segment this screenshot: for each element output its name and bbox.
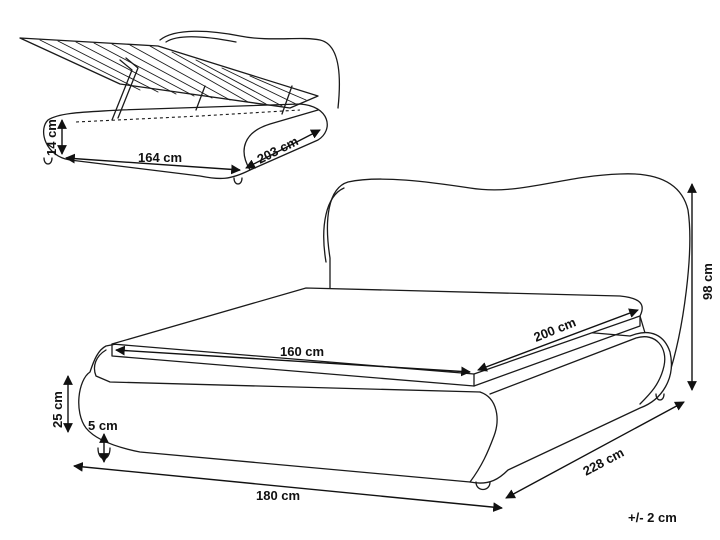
overall-width-dim <box>73 461 503 513</box>
mattress-width-dim <box>115 345 471 377</box>
mattress-length-dim <box>477 308 639 372</box>
storage-width-label: 164 cm <box>138 150 182 165</box>
storage-view: 14 cm 164 cm 203 cm <box>19 30 341 185</box>
frame-height-label: 25 cm <box>50 391 65 428</box>
storage-headboard <box>159 30 341 109</box>
lifted-slat-platform <box>19 37 319 109</box>
gas-strut-left <box>111 59 133 121</box>
main-bed-view: 98 cm 160 cm 200 cm 25 cm 5 cm 180 cm 22… <box>50 173 715 513</box>
tolerance-note: +/- 2 cm <box>628 510 677 525</box>
storage-length-dim <box>245 129 321 169</box>
storage-width-dim <box>65 153 241 175</box>
overall-length-label: 228 cm <box>580 445 626 479</box>
gas-strut-right <box>195 85 206 111</box>
storage-height-label: 14 cm <box>44 119 59 156</box>
overall-length-dim <box>505 401 685 499</box>
storage-foot-right <box>233 177 243 185</box>
foot-back-right <box>655 393 665 401</box>
mattress-width-label: 160 cm <box>280 344 324 359</box>
storage-foot-left <box>43 157 53 165</box>
leg-height-label: 5 cm <box>88 418 118 433</box>
headboard <box>326 173 691 385</box>
headboard-height-label: 98 cm <box>700 263 715 300</box>
overall-width-label: 180 cm <box>256 488 300 503</box>
